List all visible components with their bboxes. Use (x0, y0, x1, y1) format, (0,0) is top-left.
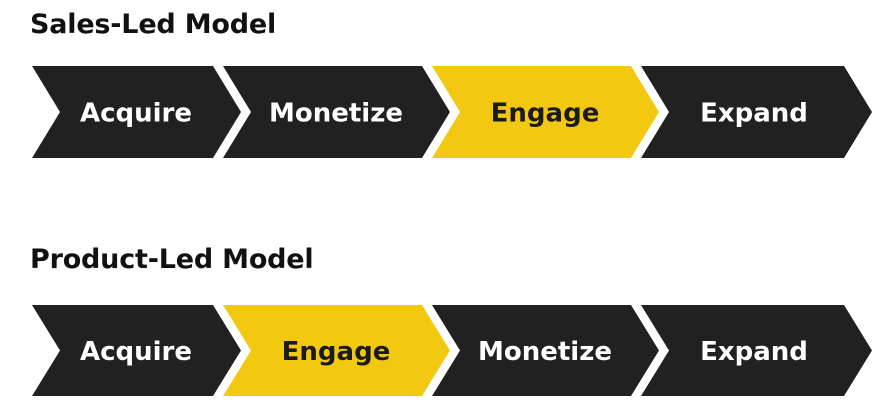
chevron-label: Acquire (80, 99, 192, 129)
chevron-shape-highlighted (223, 305, 450, 396)
chevron-label: Acquire (80, 337, 192, 367)
chevron-stage-product-1[interactable]: Acquire (32, 305, 241, 396)
chevron-row-sales-led: Acquire Monetize Engage Expand (32, 66, 872, 158)
chevron-label: Monetize (269, 99, 403, 129)
chevron-shape (641, 305, 872, 396)
chevron-label: Monetize (478, 337, 612, 367)
chevron-shape (432, 305, 659, 396)
chevron-row-product-led: Acquire Engage Monetize Expand (32, 305, 872, 396)
chevron-label: Engage (282, 337, 391, 367)
chevron-stage-sales-3[interactable]: Engage (432, 66, 659, 158)
chevron-stage-sales-1[interactable]: Acquire (32, 66, 241, 158)
chevron-label: Expand (700, 337, 808, 367)
section-title-product-led: Product-Led Model (30, 244, 314, 275)
chevron-stage-sales-4[interactable]: Expand (641, 66, 872, 158)
chevron-bar-sales-led: Acquire Monetize Engage Expand (32, 66, 872, 158)
chevron-stage-product-2[interactable]: Engage (223, 305, 450, 396)
chevron-stage-product-3[interactable]: Monetize (432, 305, 659, 396)
chevron-label: Engage (491, 99, 600, 129)
chevron-stage-sales-2[interactable]: Monetize (223, 66, 450, 158)
chevron-shape (223, 66, 450, 158)
section-title-sales-led: Sales-Led Model (30, 9, 277, 40)
chevron-shape-highlighted (432, 66, 659, 158)
chevron-shape (641, 66, 872, 158)
chevron-shape (32, 66, 241, 158)
chevron-bar-product-led: Acquire Engage Monetize Expand (32, 305, 872, 396)
chevron-stage-product-4[interactable]: Expand (641, 305, 872, 396)
chevron-shape (32, 305, 241, 396)
chevron-label: Expand (700, 99, 808, 129)
